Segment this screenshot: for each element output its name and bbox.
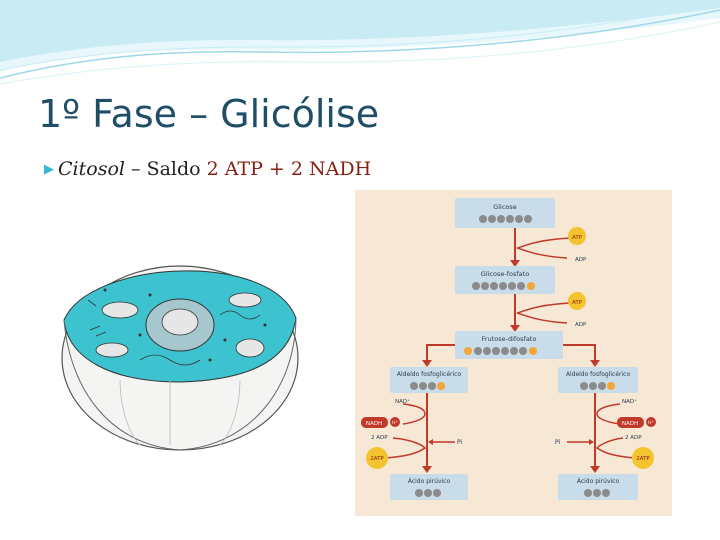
glicose-fosfato-carbons (472, 282, 535, 290)
h-plus-right-label: H⁺ (648, 420, 654, 426)
pi-left-label: Pi (457, 439, 462, 446)
h-plus-left-label: H⁺ (392, 420, 398, 426)
frutose-difosfato-label: Frutose-difosfato (482, 335, 537, 343)
two-atp-left-label: 2ATP (370, 456, 384, 462)
atp-label-1: ATP (572, 235, 583, 241)
header-waves (0, 0, 720, 85)
aldeido-right-carbons (580, 382, 615, 390)
bullet-value: 2 ATP + 2 NADH (206, 158, 372, 180)
triangle-bullet-icon: ▶ (44, 162, 54, 177)
nad-left-label: NAD⁺ (395, 398, 410, 405)
adp-label-2: ADP (575, 322, 587, 328)
adp-label-1: ADP (575, 257, 587, 263)
glicose-carbons (479, 215, 532, 223)
pi-right-label: Pi (555, 439, 560, 446)
aldeido-left-label: Aldeído fosfoglicérico (397, 371, 462, 378)
animal-cell-illustration (61, 265, 299, 451)
acido-right-label: Ácido pirúvico (577, 478, 620, 485)
atp-label-2: ATP (572, 300, 583, 306)
glicose-label: Glicose (493, 203, 517, 211)
frutose-difosfato-carbons (464, 347, 537, 355)
nad-right-label: NAD⁺ (622, 398, 637, 405)
two-adp-right-label: 2 ADP (625, 435, 642, 441)
bullet-term: Citosol (58, 158, 125, 180)
two-atp-right-label: 2ATP (636, 456, 650, 462)
acido-left-carbons (415, 489, 441, 497)
glicose-fosfato-label: Glicose-fosfato (481, 270, 529, 278)
acido-left-label: Ácido pirúvico (408, 478, 451, 485)
acido-right-carbons (584, 489, 610, 497)
nadh-left-label: NADH (366, 421, 382, 427)
aldeido-right-label: Aldeído fosfoglicérico (566, 371, 631, 378)
two-adp-left-label: 2 ADP (371, 435, 388, 441)
bullet-label: Saldo (146, 158, 207, 180)
aldeido-left-carbons (410, 382, 445, 390)
bullet-line: ▶ Citosol – Saldo 2 ATP + 2 NADH (44, 158, 371, 180)
nadh-right-label: NADH (622, 421, 638, 427)
slide-title: 1º Fase – Glicólise (38, 92, 380, 136)
bullet-dash: – (124, 158, 147, 180)
glycolysis-diagram: Glicose ATP ADP Glicose-fosfato ATP ADP … (355, 190, 672, 516)
